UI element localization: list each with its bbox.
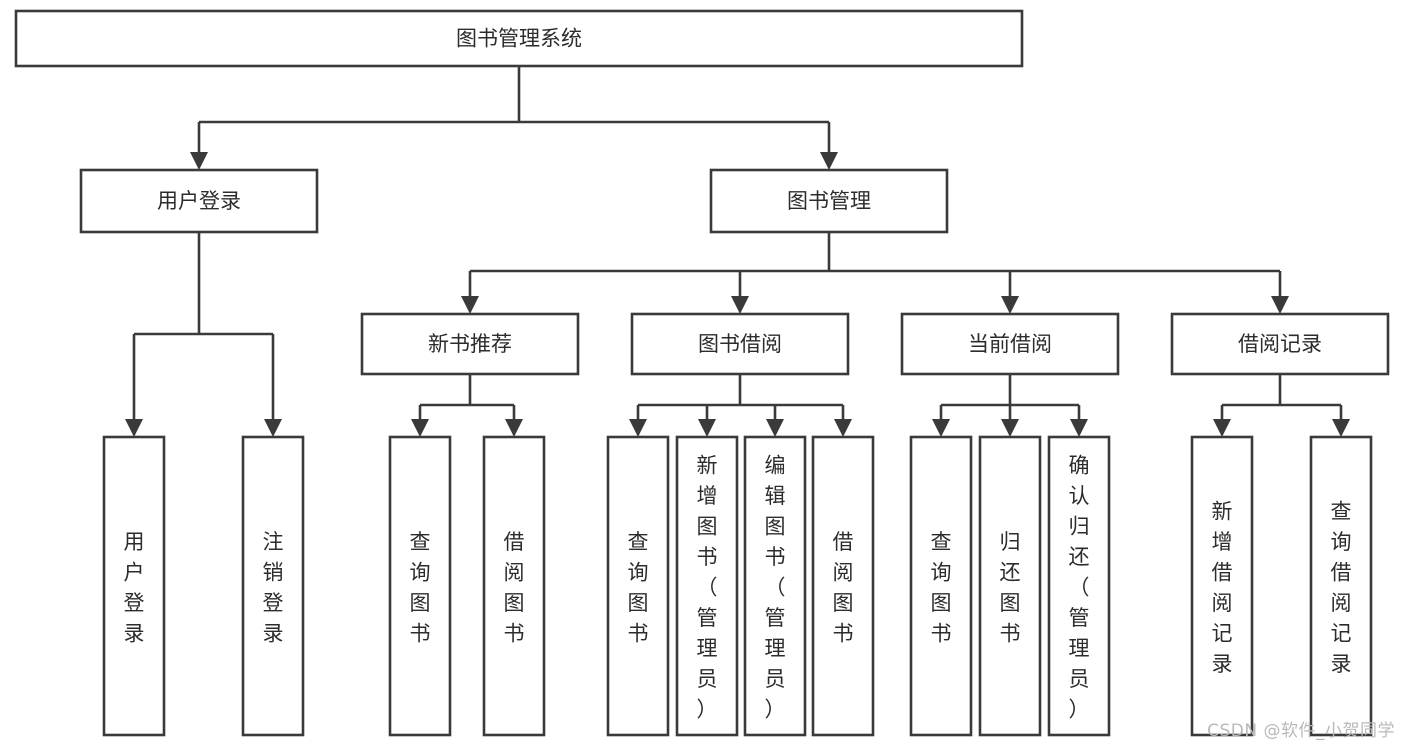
leaf-label-borrow_record-0: 新增借阅记录	[1212, 499, 1233, 676]
node-layer	[14, 9, 1390, 737]
arrow-head-icon	[1213, 419, 1231, 437]
node-user-login[interactable]	[79, 168, 319, 234]
node-user-login-label: 用户登录	[157, 189, 241, 213]
arrow-head-icon	[411, 419, 429, 437]
leaf-node-current_borrow-0[interactable]	[909, 435, 973, 737]
arrow-head-icon	[125, 419, 143, 437]
node-current-borrow-label: 当前借阅	[968, 332, 1052, 356]
arrow-head-icon	[932, 419, 950, 437]
arrow-head-icon	[461, 296, 479, 314]
leaf-node-new_book_recommend-1[interactable]	[482, 435, 546, 737]
leaf-node-user_login-1[interactable]	[241, 435, 305, 737]
arrow-head-icon	[766, 419, 784, 437]
arrow-head-icon	[731, 296, 749, 314]
arrow-head-icon	[629, 419, 647, 437]
leaf-label-book_borrow-3: 借阅图书	[833, 530, 854, 646]
leaf-node-borrow_record-1[interactable]	[1309, 435, 1373, 737]
leaf-node-current_borrow-2[interactable]	[1047, 435, 1111, 737]
node-current-borrow[interactable]	[900, 312, 1120, 376]
label-layer: 用户登录注销登录查询图书借阅图书查询图书新增图书（管理员）编辑图书（管理员）借阅…	[124, 27, 1352, 722]
node-book-manage-label: 图书管理	[787, 189, 871, 213]
node-borrow-record-label: 借阅记录	[1238, 332, 1322, 356]
leaf-label-book_borrow-0: 查询图书	[628, 530, 649, 646]
node-book-borrow-label: 图书借阅	[698, 332, 782, 356]
leaf-label-current_borrow-0: 查询图书	[931, 530, 952, 646]
leaf-node-borrow_record-0[interactable]	[1190, 435, 1254, 737]
leaf-node-book_borrow-0[interactable]	[606, 435, 670, 737]
leaf-label-user_login-0: 用户登录	[124, 530, 145, 646]
leaf-label-borrow_record-1: 查询借阅记录	[1331, 499, 1352, 676]
leaf-label-book_borrow-1: 新增图书（管理员）	[697, 454, 718, 722]
leaf-node-book_borrow-3[interactable]	[811, 435, 875, 737]
arrow-head-icon	[1332, 419, 1350, 437]
connector-layer	[125, 66, 1350, 437]
arrow-head-icon	[834, 419, 852, 437]
leaf-label-book_borrow-2: 编辑图书（管理员）	[765, 454, 786, 722]
node-borrow-record[interactable]	[1170, 312, 1390, 376]
arrow-head-icon	[190, 152, 208, 170]
node-root-label: 图书管理系统	[456, 27, 582, 51]
node-new-book-recommend[interactable]	[360, 312, 580, 376]
arrow-head-icon	[698, 419, 716, 437]
leaf-label-current_borrow-1: 归还图书	[1000, 530, 1021, 646]
leaf-label-new_book_recommend-0: 查询图书	[410, 530, 431, 646]
leaf-node-book_borrow-2[interactable]	[743, 435, 807, 737]
leaf-node-current_borrow-1[interactable]	[978, 435, 1042, 737]
node-root[interactable]	[14, 9, 1024, 68]
node-book-borrow[interactable]	[630, 312, 850, 376]
arrow-head-icon	[1070, 419, 1088, 437]
arrow-head-icon	[1271, 296, 1289, 314]
arrow-head-icon	[1001, 419, 1019, 437]
leaf-node-book_borrow-1[interactable]	[675, 435, 739, 737]
leaf-node-user_login-0[interactable]	[102, 435, 166, 737]
node-new-book-recommend-label: 新书推荐	[428, 332, 512, 356]
arrow-head-icon	[820, 152, 838, 170]
leaf-label-new_book_recommend-1: 借阅图书	[504, 530, 525, 646]
leaf-label-current_borrow-2: 确认归还（管理员）	[1069, 454, 1090, 722]
leaf-node-new_book_recommend-0[interactable]	[388, 435, 452, 737]
leaf-label-user_login-1: 注销登录	[263, 530, 284, 646]
arrow-head-icon	[264, 419, 282, 437]
arrow-head-icon	[505, 419, 523, 437]
arrow-head-icon	[1001, 296, 1019, 314]
node-book-manage[interactable]	[709, 168, 949, 234]
